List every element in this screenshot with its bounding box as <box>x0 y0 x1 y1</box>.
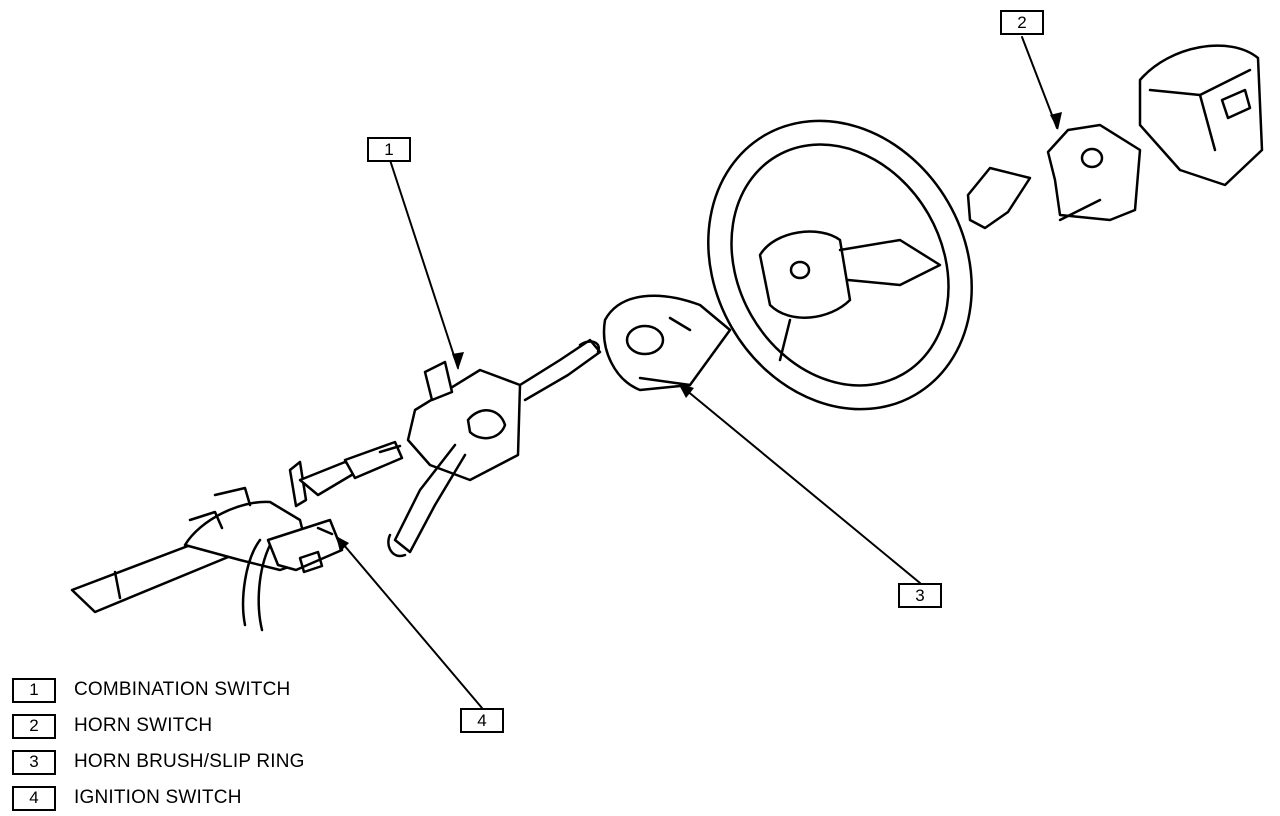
leader-arrowheads <box>336 112 1062 552</box>
legend-row-2: 2 HORN SWITCH <box>12 708 305 744</box>
legend-number: 2 <box>12 713 56 739</box>
callout-2-label: 2 <box>1017 12 1027 32</box>
legend-label: HORN BRUSH/SLIP RING <box>74 751 305 772</box>
legend-row-3: 3 HORN BRUSH/SLIP RING <box>12 744 305 780</box>
legend-number: 4 <box>12 785 56 811</box>
leader-lines <box>337 36 1058 709</box>
horn-pad-cover <box>1138 44 1264 187</box>
callout-2: 2 <box>1000 10 1044 35</box>
combination-switch-part <box>387 338 602 558</box>
callout-3-label: 3 <box>915 585 925 605</box>
callout-1-label: 1 <box>384 139 394 159</box>
legend-label: IGNITION SWITCH <box>74 787 242 808</box>
horn-switch-part <box>966 123 1142 230</box>
callout-4: 4 <box>460 708 504 733</box>
legend-row-4: 4 IGNITION SWITCH <box>12 780 305 816</box>
legend-number: 1 <box>12 677 56 703</box>
legend-number: 3 <box>12 749 56 775</box>
legend-label: HORN SWITCH <box>74 715 213 736</box>
callout-3: 3 <box>898 583 942 608</box>
steering-column-shaft <box>70 440 404 632</box>
legend-label: COMBINATION SWITCH <box>74 679 291 700</box>
legend: 1 COMBINATION SWITCH 2 HORN SWITCH 3 HOR… <box>12 672 305 816</box>
ignition-switch-part <box>266 518 344 574</box>
steering-wheel <box>707 119 973 411</box>
callout-1: 1 <box>367 137 411 162</box>
horn-brush-slip-ring-part <box>602 294 732 392</box>
callout-4-label: 4 <box>477 710 487 730</box>
legend-row-1: 1 COMBINATION SWITCH <box>12 672 305 708</box>
